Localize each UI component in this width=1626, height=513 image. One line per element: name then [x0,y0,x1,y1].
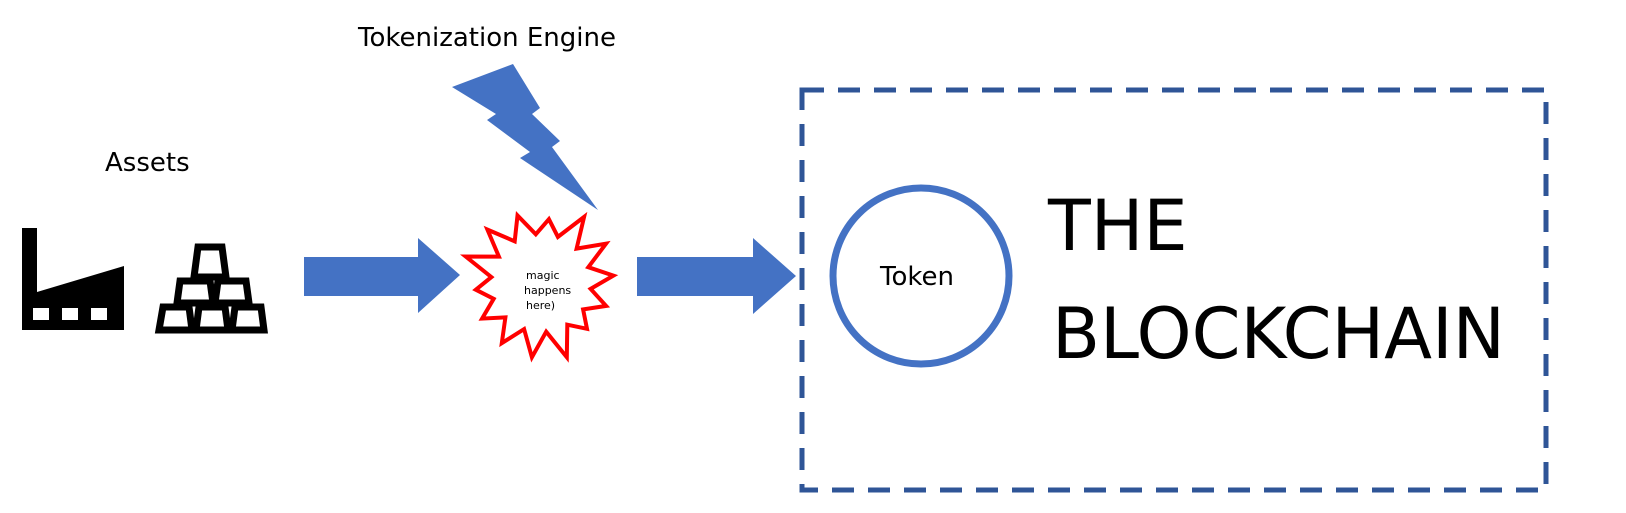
lightning-bolt-icon [452,64,598,210]
gold-bars-icon [154,243,268,334]
magic-line-2: happens [524,284,571,297]
token-circle [829,184,1013,368]
factory-icon [22,228,124,330]
magic-line-1: magic [526,269,560,282]
explosion-burst-icon [459,211,619,363]
flow-arrow-2 [637,238,796,314]
flow-arrow-1 [304,238,460,313]
engine-label: Tokenization Engine [357,23,616,53]
token-label: Token [879,262,954,292]
magic-text: magic happens here) [524,269,571,312]
assets-label: Assets [105,148,190,178]
blockchain-title-line-2: BLOCKCHAIN [1052,293,1505,375]
blockchain-title-line-1: THE [1047,185,1188,267]
magic-line-3: here) [526,299,555,312]
blockchain-region [799,87,1549,493]
